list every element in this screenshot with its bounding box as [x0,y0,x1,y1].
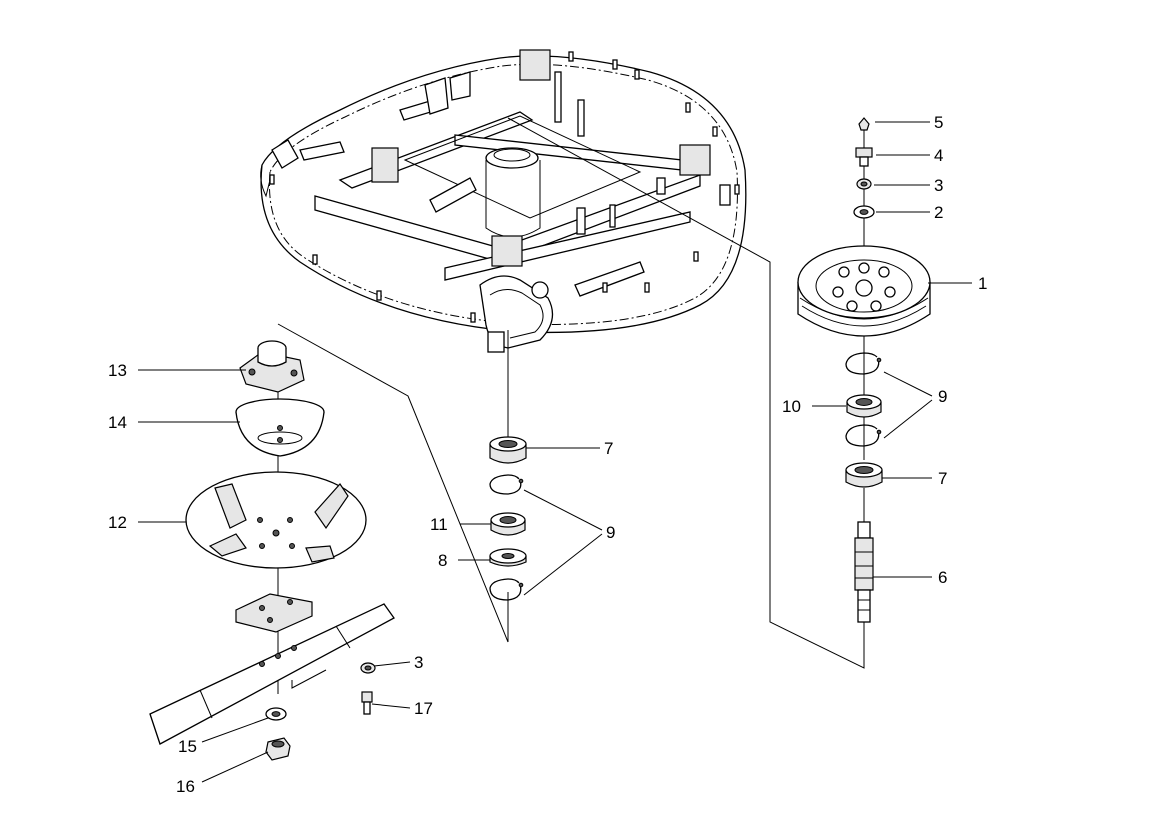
label-part-4: 4 [934,146,943,165]
label-part-17: 17 [414,699,433,718]
part-4-fitting [855,147,873,167]
part-12-disc [185,471,367,569]
label-part-5: 5 [934,113,943,132]
blade-hub-assembly [149,340,395,761]
mower-deck [260,49,747,353]
label-part-7-right: 7 [938,469,947,488]
center-bearing-stack [489,436,527,601]
part-1-pulley [797,245,931,337]
label-part-15: 15 [178,737,197,756]
blade-adapter-plate [235,593,313,633]
label-part-2: 2 [934,203,943,222]
label-part-3-bottom: 3 [414,653,423,672]
part-14-bowl [235,398,325,457]
label-part-1: 1 [978,274,987,293]
part-2-washer [853,205,875,219]
label-part-3-top: 3 [934,176,943,195]
label-part-9-right: 9 [938,387,947,406]
part-16-nut [265,737,291,761]
label-part-6: 6 [938,568,947,587]
label-part-11: 11 [430,515,448,534]
part-5-grease-nipple [858,117,870,131]
part-6-spindle-shaft [854,521,874,623]
cutting-blade [149,603,395,745]
part-3-bottom-washer [360,662,376,674]
part-7-center-bearing [489,436,527,464]
label-part-13: 13 [108,361,127,380]
part-10-bearing [846,394,882,418]
label-part-10: 10 [782,397,801,416]
part-9-right-upper-ring [845,352,882,375]
label-part-14: 14 [108,413,127,432]
part-15-washer [265,707,287,721]
part-9-center-lower-ring [489,578,524,601]
label-part-7-left: 7 [604,439,613,458]
label-part-12: 12 [108,513,127,532]
label-part-8: 8 [438,551,447,570]
label-part-9-left: 9 [606,523,615,542]
part-9-right-lower-ring [845,424,882,447]
part-3-top-washer [856,178,872,190]
part-17-bolt [361,691,373,715]
part-8-spacer [489,548,527,567]
part-7-right-bearing [845,462,883,488]
callout-labels: 5 4 3 2 1 9 10 7 6 7 9 11 8 13 14 12 3 1… [108,113,987,796]
label-part-16: 16 [176,777,195,796]
part-11-bearing [490,512,526,536]
pulley-spindle-stack [797,117,931,623]
leader-lines [138,121,972,783]
part-13-hub [239,340,305,393]
part-9-center-upper-ring [489,474,524,495]
